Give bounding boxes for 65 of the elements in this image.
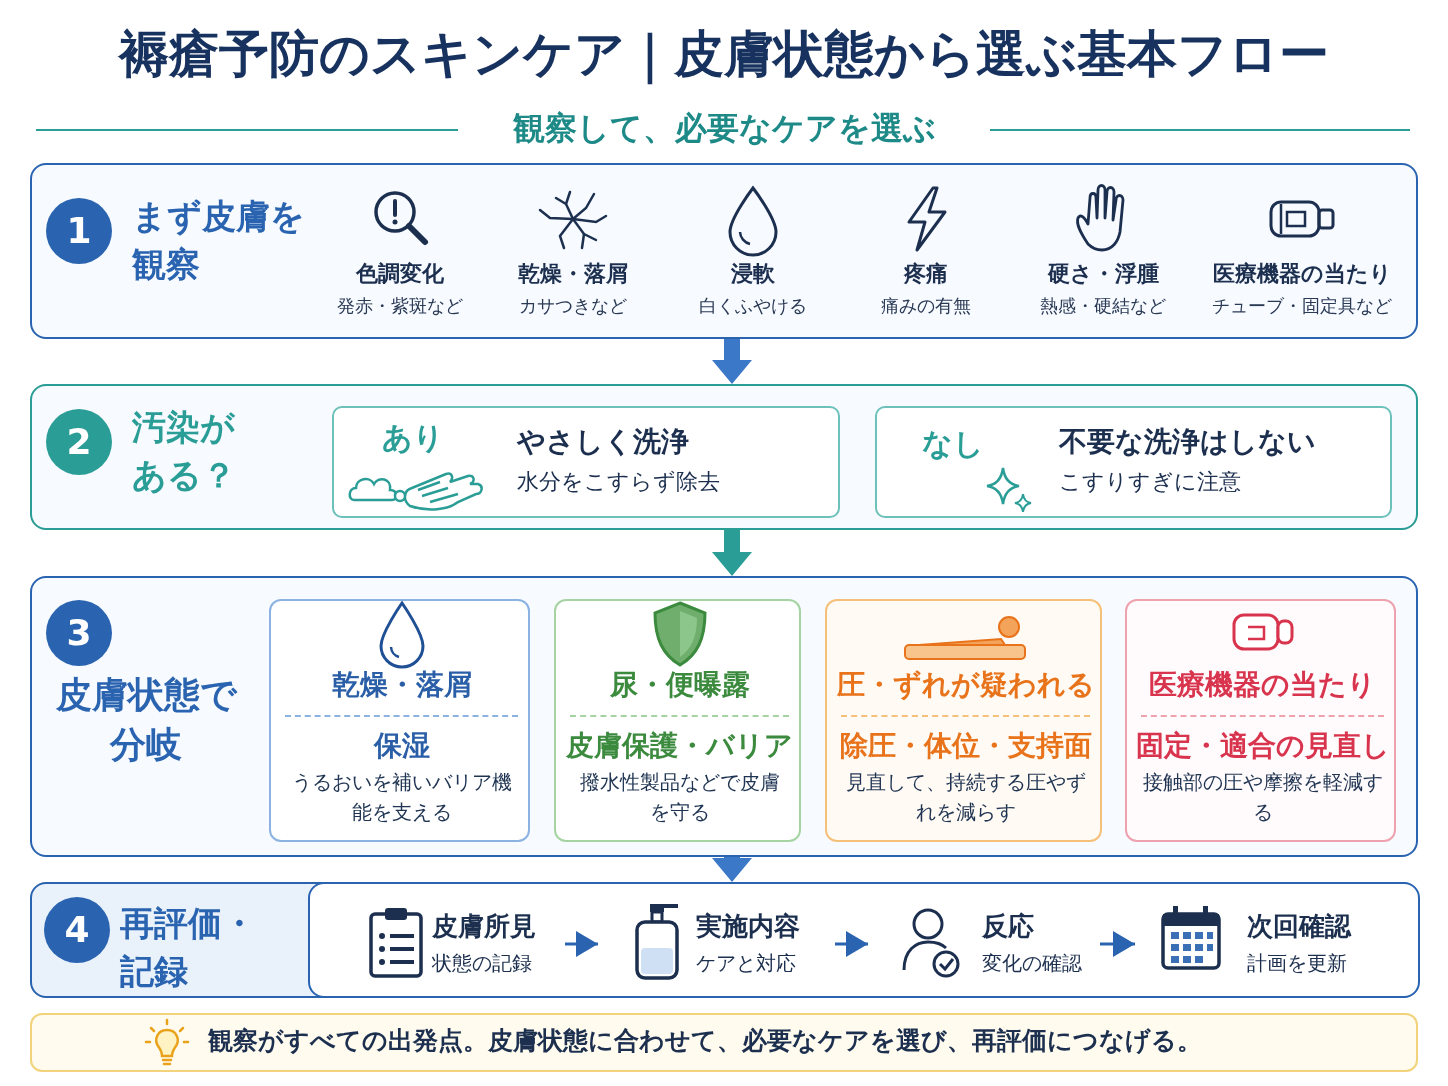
condition-heading: 尿・便曝露 bbox=[608, 667, 751, 703]
option-box bbox=[332, 406, 840, 518]
title: 褥瘡予防のスキンケア｜皮膚状態から選ぶ基本フロー bbox=[117, 24, 1330, 87]
record-title: 実施内容 bbox=[696, 910, 801, 943]
step-number: 4 bbox=[44, 897, 110, 963]
item-note: 白くふやける bbox=[698, 294, 808, 318]
step-number: 1 bbox=[46, 198, 112, 264]
item-note: 発赤・紫斑など bbox=[336, 294, 464, 318]
item-title: 疼痛 bbox=[903, 260, 949, 288]
item-note: チューブ・固定具など bbox=[1211, 294, 1393, 318]
record-title: 次回確認 bbox=[1247, 910, 1353, 943]
care-description: 撥水性製品などで皮膚を守る bbox=[578, 769, 781, 826]
record-title: 皮膚所見 bbox=[432, 910, 537, 943]
flow-arrow bbox=[712, 530, 752, 576]
step-panel bbox=[30, 163, 1418, 339]
note-text: 観察がすべての出発点。皮膚状態に合わせて、必要なケアを選び、再評価につなげる。 bbox=[208, 1025, 1202, 1057]
record-title: 反応 bbox=[982, 910, 1035, 943]
option-title: やさしく洗浄 bbox=[517, 424, 690, 460]
care-description: 見直して、持続する圧やずれを減らす bbox=[844, 769, 1087, 826]
condition-heading: 圧・ずれが疑われる bbox=[835, 667, 1096, 703]
item-title: 乾燥・落屑 bbox=[517, 260, 629, 288]
branch-card bbox=[554, 599, 801, 842]
item-note: カサつきなど bbox=[518, 294, 628, 318]
step-heading: 皮膚状態で分岐 bbox=[54, 673, 238, 768]
step-heading: まず皮膚を観察 bbox=[132, 195, 306, 286]
step-arrow bbox=[565, 931, 598, 957]
care-description: 接触部の圧や摩擦を軽減する bbox=[1141, 769, 1384, 826]
item-note: 熱感・硬結など bbox=[1039, 294, 1167, 318]
step-panel bbox=[30, 576, 1418, 857]
item-title: 浸軟 bbox=[730, 260, 776, 288]
care-heading: 固定・適合の見直し bbox=[1134, 728, 1391, 764]
subtitle: 観察して、必要なケアを選ぶ bbox=[511, 108, 937, 149]
item-note: 痛みの有無 bbox=[880, 294, 972, 318]
option-note: 水分をこすらず除去 bbox=[517, 468, 721, 496]
step-number: 3 bbox=[46, 600, 112, 666]
record-note: 計画を更新 bbox=[1247, 950, 1348, 976]
record-note: 変化の確認 bbox=[982, 950, 1083, 976]
step-arrow bbox=[835, 931, 868, 957]
option-label: なし bbox=[922, 425, 985, 463]
branch-card bbox=[269, 599, 530, 842]
flow-arrow bbox=[712, 857, 752, 882]
option-label: あり bbox=[382, 419, 445, 457]
step-arrow bbox=[1100, 931, 1135, 957]
item-title: 硬さ・浮腫 bbox=[1046, 260, 1160, 288]
step-panel bbox=[30, 384, 1418, 530]
option-note: こすりすぎに注意 bbox=[1059, 468, 1242, 496]
step-heading: 再評価・記録 bbox=[120, 902, 257, 993]
care-heading: 除圧・体位・支持面 bbox=[838, 728, 1093, 764]
step-panel bbox=[30, 882, 1418, 998]
flow-arrow bbox=[712, 339, 752, 384]
care-description: うるおいを補いバリア機能を支える bbox=[290, 769, 513, 826]
item-title: 医療機器の当たり bbox=[1211, 260, 1393, 288]
option-box bbox=[875, 406, 1392, 518]
care-heading: 皮膚保護・バリア bbox=[565, 728, 794, 764]
record-note: ケアと対応 bbox=[696, 950, 797, 976]
step-number: 2 bbox=[46, 409, 112, 475]
branch-card bbox=[825, 599, 1102, 842]
branch-card bbox=[1125, 599, 1396, 842]
condition-heading: 乾燥・落屑 bbox=[330, 667, 473, 703]
condition-heading: 医療機器の当たり bbox=[1148, 667, 1377, 703]
step-heading: 汚染がある？ bbox=[132, 406, 237, 497]
care-heading: 保湿 bbox=[372, 728, 431, 764]
option-title: 不要な洗浄はしない bbox=[1059, 424, 1317, 460]
item-title: 色調変化 bbox=[355, 260, 445, 288]
record-note: 状態の記録 bbox=[432, 950, 533, 976]
